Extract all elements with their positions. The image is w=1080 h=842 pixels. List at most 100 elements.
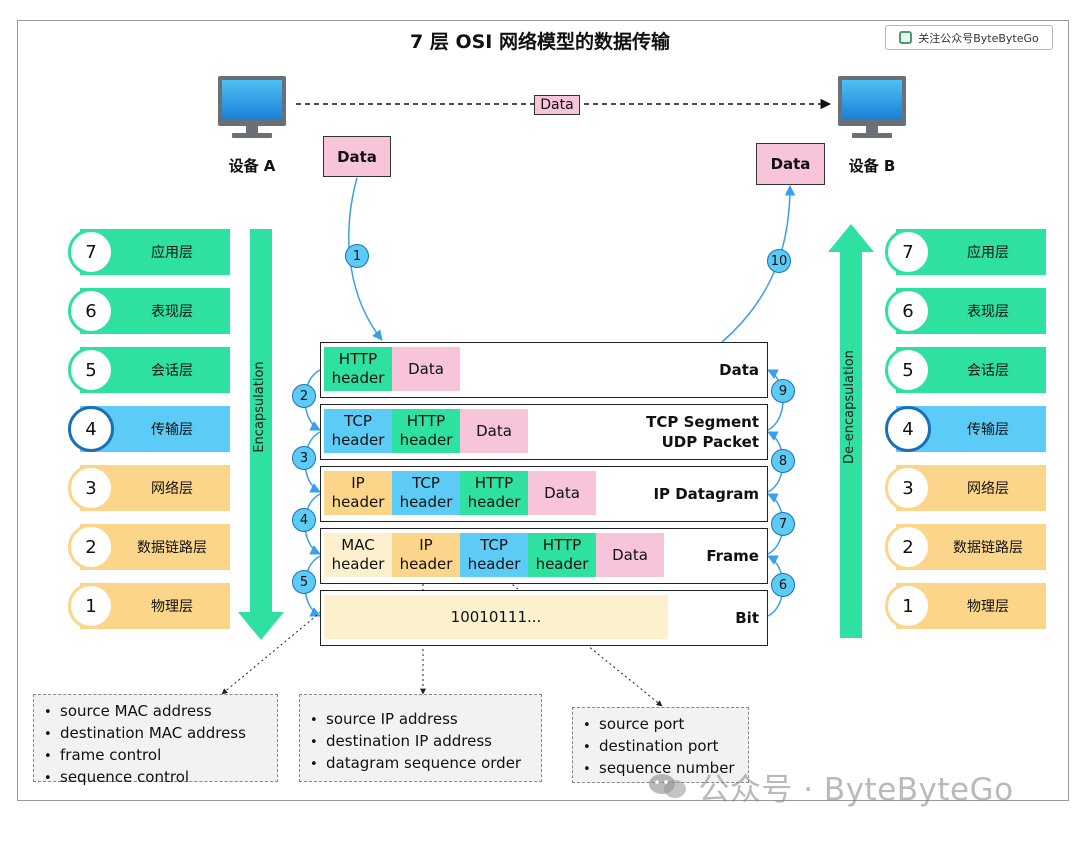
data-box-b: Data [756,143,825,185]
info-item: frame control [44,745,267,767]
wechat-icon [649,774,687,798]
segment-text: header [331,555,385,573]
info-item: sequence control [44,767,267,789]
info-item: source port [583,714,738,736]
deencapsulation-label: De-encapsulation [842,350,857,464]
segment-data: Data [528,471,596,515]
packet-label: IP Datagram [653,484,759,504]
segment-text: HTTP [542,536,582,554]
segment-text: Data [476,421,512,440]
info-item: destination MAC address [44,723,267,745]
step-number: 7 [771,512,795,536]
layer-name: 表现层 [967,304,1009,320]
deencapsulation-arrow [828,224,874,638]
segment-text: Data [408,359,444,378]
packet-label-line: Bit [735,609,759,627]
layer-name: 传输层 [151,422,193,438]
info-item: sequence number [583,758,738,780]
packet-label-line: Frame [706,547,759,565]
layer-number: 2 [885,524,931,570]
layer-number: 5 [885,347,931,393]
link-data-label: Data [534,95,580,115]
packet-label: Bit [735,608,759,628]
segment-data: Data [460,409,528,453]
info-item: datagram sequence order [310,753,531,775]
layer-name: 网络层 [967,481,1009,497]
layer-number: 4 [885,406,931,452]
segment-bit: 10010111... [324,595,668,639]
page-title: 7 层 OSI 网络模型的数据传输 [410,30,670,53]
step-number: 6 [771,573,795,597]
segment-data: Data [596,533,664,577]
encapsulation-arrow [238,229,284,640]
step-arrow-1 [348,177,383,341]
layer-name: 数据链路层 [953,540,1023,556]
step-number: 3 [292,446,316,470]
packet-label: Data [719,360,759,380]
layer-name: 数据链路层 [137,540,207,556]
layer-name: 网络层 [151,481,193,497]
layer-name: 应用层 [151,245,193,261]
layer-name: 传输层 [967,422,1009,438]
shield-icon [899,31,913,44]
layer-number: 1 [68,583,114,629]
watermark: 公众号 · ByteByteGo [600,766,1060,808]
layer-number: 6 [885,288,931,334]
step-number: 5 [292,570,316,594]
info-box-3: source portdestination portsequence numb… [572,707,749,783]
watermark-text: 公众号 · ByteByteGo [698,771,1014,808]
segment-text: header [331,493,385,511]
layer-number: 5 [68,347,114,393]
info-item: destination IP address [310,731,531,753]
packet-label-line: UDP Packet [661,433,759,451]
step-number: 2 [292,384,316,408]
segment-data: Data [392,347,460,391]
layer-name: 会话层 [151,363,193,379]
segment-text: MAC [341,536,375,554]
step-number: 4 [292,508,316,532]
segment-text: header [467,555,521,573]
info-item: source IP address [310,709,531,731]
segment-text: Data [612,545,648,564]
segment-text: HTTP [338,350,378,368]
monitor-icon [838,76,906,138]
info-box-1: source MAC addressdestination MAC addres… [33,694,278,786]
layer-name: 物理层 [967,599,1009,615]
segment-text: header [331,369,385,387]
monitor-icon [218,76,286,138]
packet-label-line: Data [719,361,759,379]
layer-name: 应用层 [967,245,1009,261]
layer-number: 3 [68,465,114,511]
layer-number: 6 [68,288,114,334]
segment-text: IP [419,536,433,554]
layer-number: 4 [68,406,114,452]
layer-name: 会话层 [967,363,1009,379]
step-number: 9 [771,379,795,403]
encapsulation-label: Encapsulation [252,361,267,453]
follow-badge-text: 关注公众号ByteByteGo [918,31,1039,45]
packet-label-line: TCP Segment [646,413,759,431]
segment-text: header [467,493,521,511]
segment-text: TCP [480,536,508,554]
layer-name: 物理层 [151,599,193,615]
info-item: destination port [583,736,738,758]
follow-badge[interactable]: 关注公众号ByteByteGo [885,25,1053,50]
layer-number: 7 [885,229,931,275]
packet-5: 10010111... Bit [320,590,768,646]
